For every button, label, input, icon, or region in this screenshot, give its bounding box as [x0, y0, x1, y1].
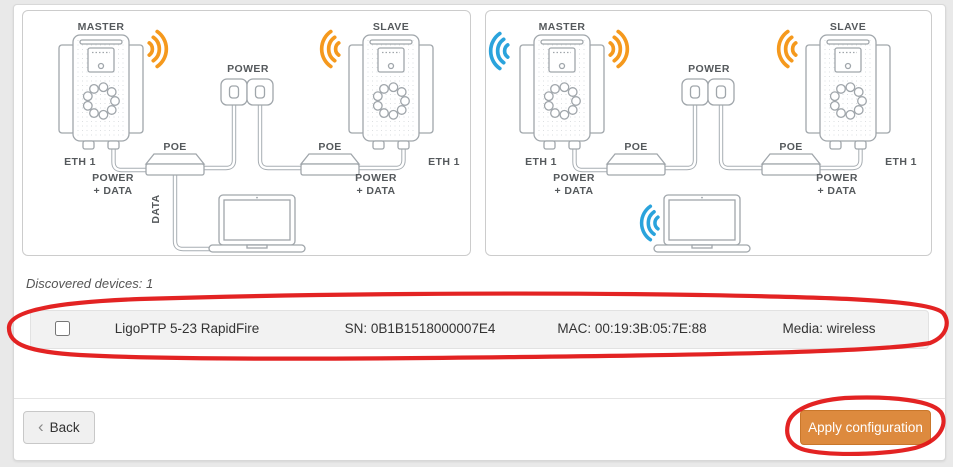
poe-label: POE [318, 141, 341, 153]
wifi-waves-blue-icon [491, 34, 508, 69]
data-label: DATA [150, 194, 162, 223]
wizard-card: MASTER SLAVE POWER POE POE ETH 1 ETH 1 P… [13, 4, 946, 461]
device-row[interactable]: LigoPTP 5-23 RapidFire SN: 0B1B151800000… [30, 310, 929, 349]
poe-adapter-illustration [761, 153, 821, 176]
device-media: Media: wireless [782, 321, 876, 336]
power-data-label: POWER [816, 172, 858, 184]
footer-divider [14, 398, 945, 399]
wireless-setup-diagram: MASTER SLAVE POWER POE POE ETH 1 ETH 1 P… [486, 21, 917, 253]
master-device-illustration [519, 34, 605, 150]
wired-setup-diagram: MASTER SLAVE POWER POE POE ETH 1 ETH 1 P… [58, 21, 460, 253]
laptop-illustration [653, 194, 751, 253]
wifi-waves-blue-icon [642, 206, 658, 239]
slave-label: SLAVE [373, 21, 409, 33]
wired-setup-diagram-panel: MASTER SLAVE POWER POE POE ETH 1 ETH 1 P… [22, 10, 471, 256]
laptop-illustration [208, 194, 306, 253]
power-label: POWER [227, 63, 269, 75]
wireless-setup-diagram-panel: MASTER SLAVE POWER POE POE ETH 1 ETH 1 P… [485, 10, 932, 256]
power-outlet-icon [220, 78, 248, 106]
power-outlet-icon [707, 78, 735, 106]
eth1-label: ETH 1 [428, 156, 460, 168]
device-mac: MAC: 00:19:3B:05:7E:88 [557, 321, 707, 336]
master-device-illustration [58, 34, 144, 150]
slave-device-illustration [805, 34, 891, 150]
device-select-checkbox[interactable] [55, 321, 70, 336]
power-outlet-icon [246, 78, 274, 106]
eth1-label: ETH 1 [525, 156, 557, 168]
cables [572, 102, 863, 173]
back-button-label: Back [49, 420, 80, 435]
power-data-label: + DATA [817, 185, 856, 197]
power-data-label: + DATA [93, 185, 132, 197]
device-serial: SN: 0B1B1518000007E4 [344, 321, 496, 336]
poe-adapter-illustration [300, 153, 360, 176]
device-name: LigoPTP 5-23 RapidFire [114, 321, 260, 336]
power-data-label: + DATA [356, 185, 395, 197]
slave-label: SLAVE [830, 21, 866, 33]
power-data-label: + DATA [554, 185, 593, 197]
master-label: MASTER [78, 21, 125, 33]
poe-adapter-illustration [606, 153, 666, 176]
power-data-label: POWER [355, 172, 397, 184]
back-button[interactable]: ‹ Back [23, 411, 95, 444]
poe-label: POE [624, 141, 647, 153]
master-label: MASTER [539, 21, 586, 33]
power-label: POWER [688, 63, 730, 75]
power-outlet-icon [681, 78, 709, 106]
poe-label: POE [163, 141, 186, 153]
eth1-label: ETH 1 [885, 156, 917, 168]
poe-adapter-illustration [145, 153, 205, 176]
power-data-label: POWER [92, 172, 134, 184]
apply-configuration-button[interactable]: Apply configuration [800, 410, 931, 445]
wifi-waves-icon [147, 29, 169, 69]
discovered-devices-summary: Discovered devices: 1 [26, 276, 154, 291]
wifi-waves-icon [779, 32, 796, 67]
chevron-left-icon: ‹ [38, 417, 44, 436]
power-data-label: POWER [553, 172, 595, 184]
wifi-waves-icon [608, 29, 630, 69]
eth1-label: ETH 1 [64, 156, 96, 168]
wifi-waves-icon [322, 32, 339, 67]
cables [111, 102, 406, 252]
poe-label: POE [779, 141, 802, 153]
slave-device-illustration [348, 34, 434, 150]
